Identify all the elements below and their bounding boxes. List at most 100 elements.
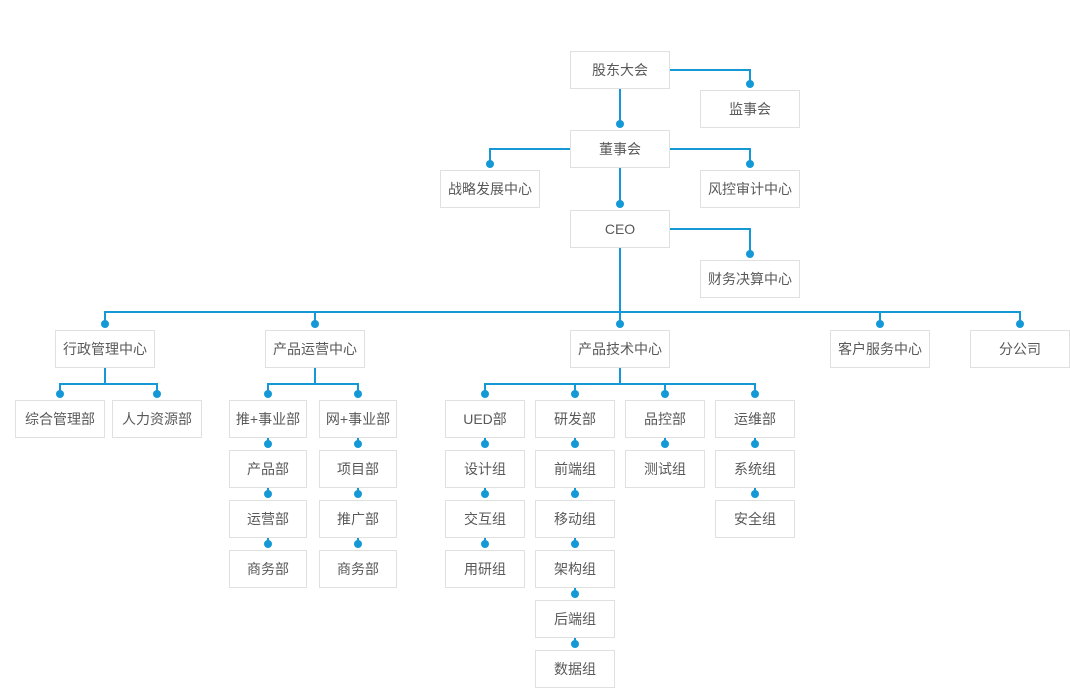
node-architecture-team: 架构组	[535, 550, 615, 588]
connector-dot	[751, 490, 759, 498]
node-data-team: 数据组	[535, 650, 615, 688]
node-rd-dept: 研发部	[535, 400, 615, 438]
connector-dot	[354, 540, 362, 548]
connector-line	[754, 383, 756, 395]
connector-dot	[264, 390, 272, 398]
connector-dot	[311, 320, 319, 328]
connector-dot	[746, 160, 754, 168]
connector-line	[314, 368, 316, 385]
connector-line	[619, 168, 621, 205]
connector-dot	[751, 440, 759, 448]
connector-line	[267, 383, 359, 385]
node-project-dept: 项目部	[319, 450, 397, 488]
connector-line	[156, 383, 158, 395]
node-security-team: 安全组	[715, 500, 795, 538]
connector-line	[619, 89, 621, 125]
connector-dot	[481, 540, 489, 548]
connector-line	[104, 311, 106, 324]
connector-dot	[751, 390, 759, 398]
connector-dot	[481, 440, 489, 448]
connector-dot	[616, 320, 624, 328]
node-financial-settlement-center: 财务决算中心	[700, 260, 800, 298]
connector-line	[749, 69, 751, 85]
connector-dot	[571, 490, 579, 498]
node-product-dept: 产品部	[229, 450, 307, 488]
connector-dot	[571, 390, 579, 398]
connector-line	[59, 383, 158, 385]
connector-line	[267, 383, 269, 395]
connector-dot	[101, 320, 109, 328]
node-system-team: 系统组	[715, 450, 795, 488]
connector-line	[104, 368, 106, 385]
connector-dot	[153, 390, 161, 398]
connector-line	[59, 383, 61, 395]
node-supervisory-board: 监事会	[700, 90, 800, 128]
connector-line	[314, 311, 316, 324]
connector-line	[879, 311, 881, 324]
connector-line	[664, 383, 666, 395]
node-interaction-team: 交互组	[445, 500, 525, 538]
connector-dot	[616, 200, 624, 208]
connector-dot	[354, 440, 362, 448]
node-quality-control-dept: 品控部	[625, 400, 705, 438]
connector-line	[749, 148, 751, 165]
node-mobile-team: 移动组	[535, 500, 615, 538]
node-general-management-dept: 综合管理部	[15, 400, 105, 438]
node-testing-team: 测试组	[625, 450, 705, 488]
node-product-operations-center: 产品运营中心	[265, 330, 365, 368]
node-tui-business-division: 推+事业部	[229, 400, 307, 438]
node-human-resources-dept: 人力资源部	[112, 400, 202, 438]
connector-dot	[264, 440, 272, 448]
connector-dot	[616, 120, 624, 128]
connector-line	[574, 383, 576, 395]
connector-dot	[486, 160, 494, 168]
node-admin-management-center: 行政管理中心	[55, 330, 155, 368]
connector-dot	[481, 490, 489, 498]
node-product-technology-center: 产品技术中心	[570, 330, 670, 368]
connector-line	[670, 228, 751, 230]
connector-line	[1019, 311, 1021, 324]
connector-dot	[571, 640, 579, 648]
connector-line	[489, 148, 491, 165]
connector-line	[749, 228, 751, 255]
node-strategic-development-center: 战略发展中心	[440, 170, 540, 208]
connector-dot	[661, 390, 669, 398]
node-ceo: CEO	[570, 210, 670, 248]
node-branch-company: 分公司	[970, 330, 1070, 368]
connector-dot	[746, 250, 754, 258]
node-operations-dept: 运营部	[229, 500, 307, 538]
connector-line	[104, 311, 1021, 313]
connector-line	[484, 383, 486, 395]
connector-line	[619, 248, 621, 313]
node-wang-business-division: 网+事业部	[319, 400, 397, 438]
connector-dot	[264, 490, 272, 498]
connector-dot	[1016, 320, 1024, 328]
node-business-dept-2: 商务部	[319, 550, 397, 588]
node-frontend-team: 前端组	[535, 450, 615, 488]
connector-line	[619, 368, 621, 385]
connector-dot	[571, 540, 579, 548]
connector-dot	[661, 440, 669, 448]
connector-line	[619, 311, 621, 324]
connector-line	[670, 69, 751, 71]
connector-dot	[571, 590, 579, 598]
connector-dot	[481, 390, 489, 398]
node-promotion-dept: 推广部	[319, 500, 397, 538]
connector-dot	[354, 490, 362, 498]
connector-dot	[571, 440, 579, 448]
node-backend-team: 后端组	[535, 600, 615, 638]
node-shareholders-meeting: 股东大会	[570, 51, 670, 89]
node-board-of-directors: 董事会	[570, 130, 670, 168]
connector-dot	[56, 390, 64, 398]
connector-line	[670, 148, 751, 150]
node-ued-dept: UED部	[445, 400, 525, 438]
node-risk-control-audit-center: 风控审计中心	[700, 170, 800, 208]
node-business-dept-1: 商务部	[229, 550, 307, 588]
node-user-research-team: 用研组	[445, 550, 525, 588]
connector-dot	[876, 320, 884, 328]
node-operations-maintenance-dept: 运维部	[715, 400, 795, 438]
connector-dot	[746, 80, 754, 88]
node-design-team: 设计组	[445, 450, 525, 488]
connector-dot	[354, 390, 362, 398]
